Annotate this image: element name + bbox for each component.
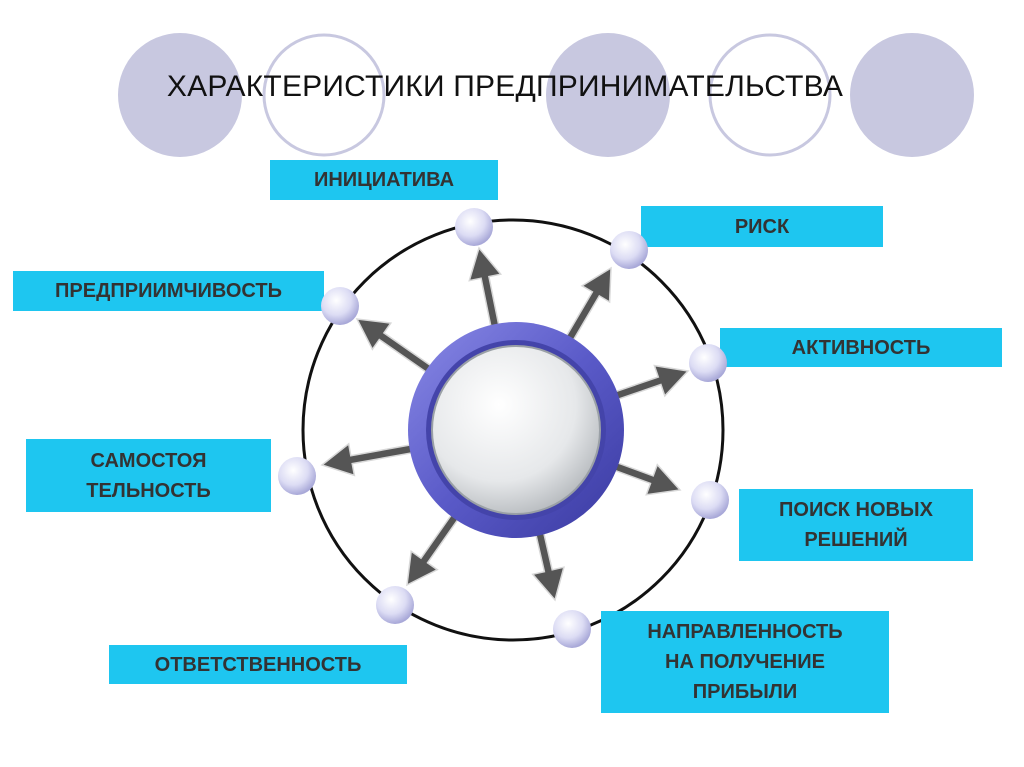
label-risk: РИСК bbox=[734, 215, 790, 238]
label-independence: САМОСТОЯ ТЕЛЬНОСТЬ bbox=[86, 449, 211, 502]
node-independence bbox=[278, 457, 316, 495]
arrow-activity bbox=[608, 364, 690, 403]
orbit-ring bbox=[301, 218, 725, 642]
node-profit bbox=[553, 610, 591, 648]
box-enterprise bbox=[13, 271, 324, 311]
label-new-solutions: ПОИСК НОВЫХ РЕШЕНИЙ bbox=[779, 499, 933, 551]
label-enterprise: ПРЕДПРИИМЧИВОСТЬ bbox=[55, 280, 282, 302]
node-enterprise bbox=[321, 287, 359, 325]
arrow-new-solutions bbox=[607, 459, 682, 496]
node-risk bbox=[610, 231, 648, 269]
box-responsibility bbox=[109, 645, 407, 684]
box-independence bbox=[26, 439, 271, 512]
label-activity: АКТИВНОСТЬ bbox=[791, 336, 931, 359]
box-activity bbox=[720, 328, 1002, 367]
node-responsibility bbox=[376, 586, 414, 624]
arrow-responsibility bbox=[406, 508, 463, 587]
box-initiative bbox=[270, 160, 498, 200]
decor-circle-4 bbox=[708, 33, 832, 157]
arrow-enterprise bbox=[355, 318, 438, 378]
arrow-risk bbox=[562, 266, 612, 347]
label-initiative: ИНИЦИАТИВА bbox=[313, 169, 455, 191]
box-profit bbox=[601, 611, 889, 713]
page-title: ХАРАКТЕРИСТИКИ ПРЕДПРИНИМАТЕЛЬСТВА bbox=[166, 70, 844, 103]
arrow-profit bbox=[531, 525, 565, 602]
decor-circle-5 bbox=[850, 33, 974, 157]
node-initiative bbox=[455, 208, 493, 246]
decor-circle-1 bbox=[118, 33, 242, 157]
label-profit: НАПРАВЛЕННОСТЬ НА ПОЛУЧЕНИЕ ПРИБЫЛИ bbox=[647, 621, 843, 703]
decor-circle-3 bbox=[546, 33, 670, 157]
node-activity bbox=[689, 344, 727, 382]
node-new-solutions bbox=[691, 481, 729, 519]
box-new-solutions bbox=[739, 489, 973, 561]
arrow-independence bbox=[320, 442, 420, 477]
arrow-group bbox=[320, 246, 690, 602]
hub-center bbox=[431, 345, 601, 515]
arrow-initiative bbox=[468, 246, 503, 334]
box-risk bbox=[641, 206, 883, 247]
label-responsibility: ОТВЕТСТВЕННОСТЬ bbox=[154, 653, 362, 676]
decor-circle-2 bbox=[262, 33, 386, 157]
